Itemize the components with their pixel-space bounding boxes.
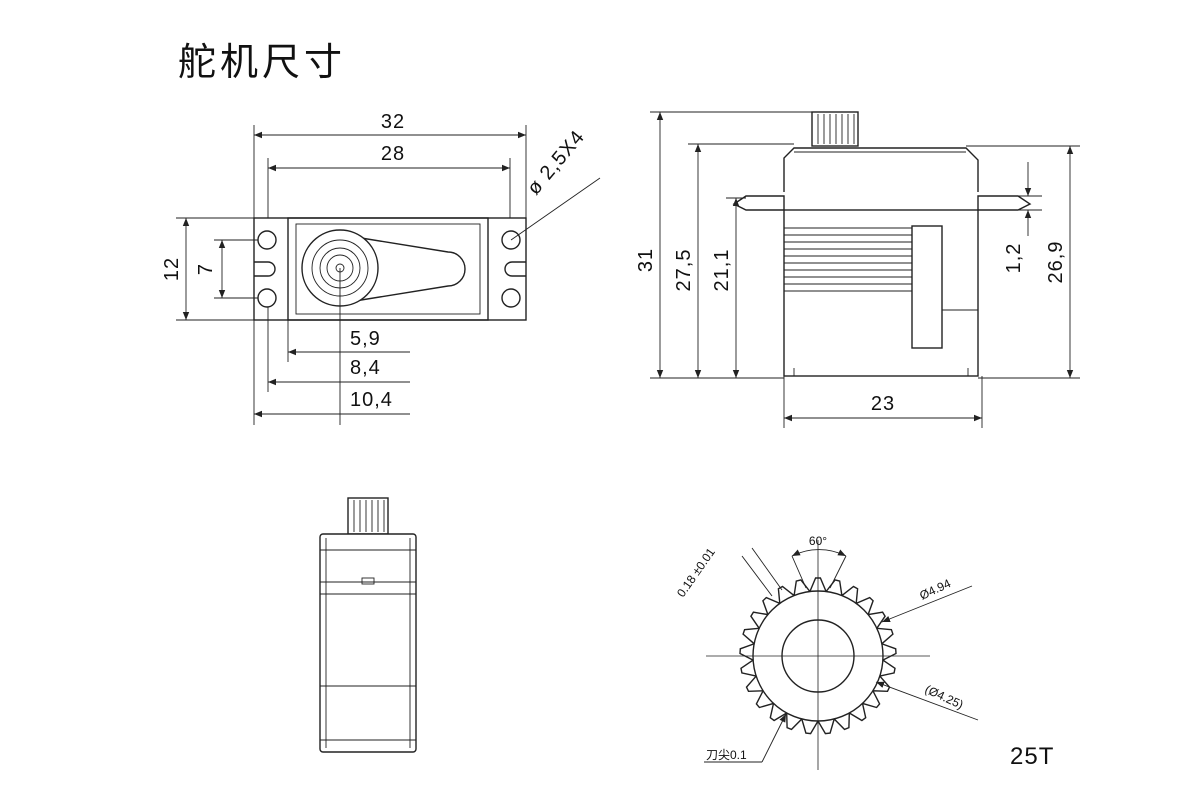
front-view xyxy=(319,497,417,753)
servo-horn-arm xyxy=(354,236,466,302)
gear-outer-diameter-label: Ø4.94 xyxy=(917,576,953,603)
mounting-hole xyxy=(501,288,521,308)
dim-offset-10-4: 10,4 xyxy=(350,389,393,411)
gear-tooth-count: 25T xyxy=(1010,743,1054,770)
servo-body xyxy=(783,209,979,377)
top-view-case xyxy=(287,217,489,321)
right-flange xyxy=(977,195,1032,211)
dim-mount-height-21-1: 21,1 xyxy=(711,249,733,292)
dim-height-12: 12 xyxy=(161,257,183,281)
side-view: 31 27,5 21,1 1,2 26,9 23 xyxy=(635,111,1080,428)
mounting-hole xyxy=(257,288,277,308)
dim-offset-8-4: 8,4 xyxy=(350,357,381,379)
top-view-mounting-flange xyxy=(253,217,527,321)
dim-case-height-26-9: 26,9 xyxy=(1045,241,1067,284)
servo-cable xyxy=(911,225,943,349)
dim-total-height-31: 31 xyxy=(635,248,657,272)
dim-offset-5-9: 5,9 xyxy=(350,328,381,350)
gear-detail: 60° 0.18 ±0.01 Ø4.94 (Ø4.25) 刀尖0.1 25T xyxy=(674,534,1054,770)
left-flange xyxy=(732,195,785,211)
output-spline xyxy=(811,111,859,147)
gear-teeth xyxy=(739,577,897,735)
gear-angle-label: 60° xyxy=(809,534,827,548)
dim-hole-spec: ø 2,5X4 xyxy=(523,126,589,199)
gear-tip-label: 刀尖0.1 xyxy=(706,748,747,762)
dim-hole-spacing-7: 7 xyxy=(195,263,217,275)
front-body xyxy=(319,533,417,753)
mounting-hole xyxy=(257,230,277,250)
top-view: 32 28 ø 2,5X4 12 7 5,9 8,4 10,4 xyxy=(161,111,601,425)
dim-width-23: 23 xyxy=(871,393,895,415)
gear-tooth-width-label: 0.18 ±0.01 xyxy=(674,545,718,600)
dim-body-height-27-5: 27,5 xyxy=(673,249,695,292)
dim-flange-thickness-1-2: 1,2 xyxy=(1003,243,1025,274)
drawing-title: 舵机尺寸 xyxy=(178,40,346,84)
dim-width-32: 32 xyxy=(381,111,405,133)
mounting-hole xyxy=(501,230,521,250)
dim-width-28: 28 xyxy=(381,143,405,165)
